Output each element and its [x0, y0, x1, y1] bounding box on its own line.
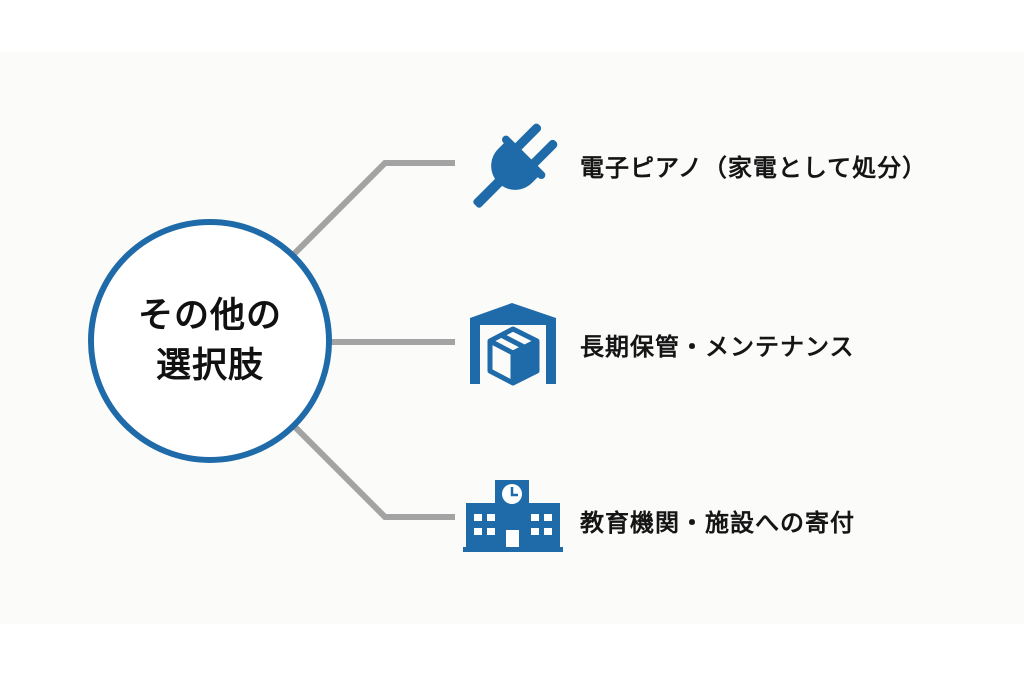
plug-icon [473, 123, 558, 208]
center-label-line1: その他の [137, 296, 282, 336]
connector-bottom [291, 423, 455, 520]
center-node-label: その他の 選択肢 [90, 221, 330, 461]
option-donation-label: 教育機関・施設への寄付 [580, 509, 855, 537]
warehouse-box-icon [470, 303, 556, 386]
connector-top [291, 160, 455, 257]
center-label-line2: 選択肢 [155, 346, 264, 386]
center-circle [88, 219, 332, 463]
option-long-term-storage-label: 長期保管・メンテナンス [580, 333, 855, 361]
option-electronic-piano-label: 電子ピアノ（家電として処分） [580, 154, 928, 182]
school-building-icon [463, 480, 563, 552]
